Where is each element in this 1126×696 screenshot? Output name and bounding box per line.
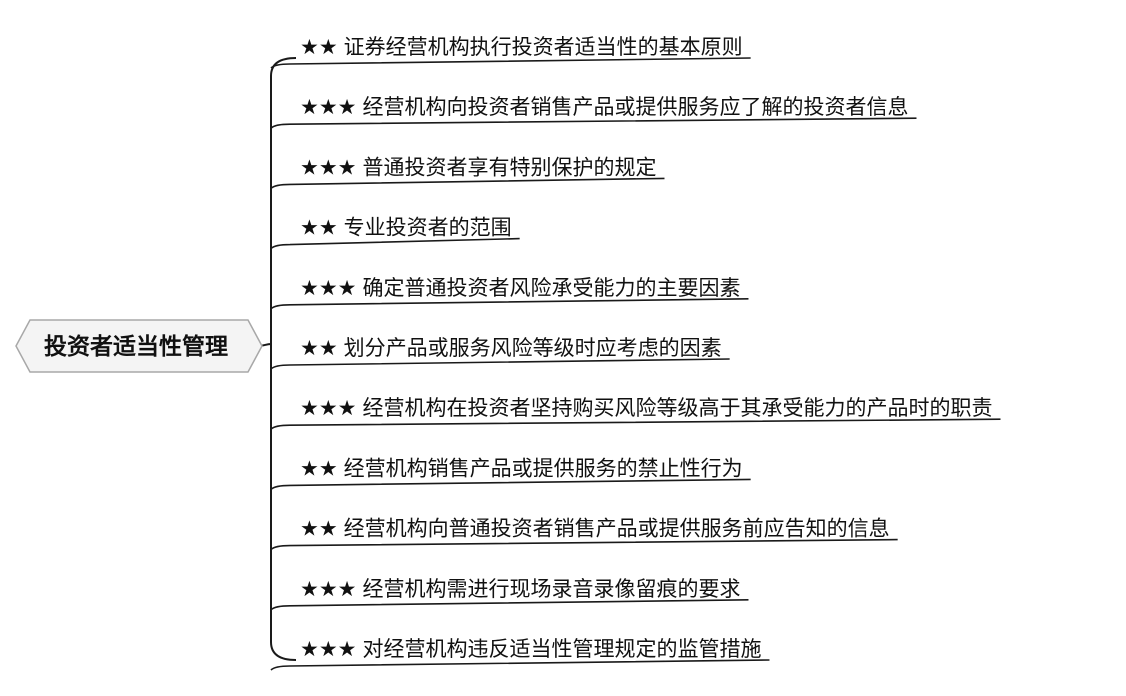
branch-topic-text: 对经营机构违反适当性管理规定的监管措施 bbox=[362, 637, 761, 661]
branch-topic[interactable]: ★★★经营机构在投资者坚持购买风险等级高于其承受能力的产品时的职责 bbox=[270, 396, 1001, 430]
branch-underline bbox=[270, 117, 917, 129]
branch-topic-text: 专业投资者的范围 bbox=[344, 216, 512, 240]
branch-underline bbox=[270, 538, 898, 551]
branch-topic-label: ★★★经营机构在投资者坚持购买风险等级高于其承受能力的产品时的职责 bbox=[300, 396, 992, 420]
branch-topic-text: 经营机构向普通投资者销售产品或提供服务前应告知的信息 bbox=[344, 517, 890, 541]
branch-underline bbox=[270, 599, 749, 611]
branch-topic[interactable]: ★★经营机构向普通投资者销售产品或提供服务前应告知的信息 bbox=[270, 517, 898, 551]
branch-topic-label: ★★★普通投资者享有特别保护的规定 bbox=[300, 155, 656, 179]
priority-stars: ★★ bbox=[300, 35, 338, 59]
branch-topic[interactable]: ★★★经营机构向投资者销售产品或提供服务应了解的投资者信息 bbox=[270, 95, 917, 129]
branch-topics: ★★证券经营机构执行投资者适当性的基本原则★★★经营机构向投资者销售产品或提供服… bbox=[270, 35, 1001, 671]
priority-stars: ★★★ bbox=[300, 396, 356, 420]
branch-topic-label: ★★★确定普通投资者风险承受能力的主要因素 bbox=[300, 276, 740, 300]
branch-underline bbox=[270, 237, 520, 250]
branch-topic-text: 证券经营机构执行投资者适当性的基本原则 bbox=[344, 35, 743, 59]
branch-topic[interactable]: ★★★经营机构需进行现场录音录像留痕的要求 bbox=[270, 577, 749, 611]
branch-underline bbox=[270, 298, 749, 310]
branch-underline bbox=[270, 57, 751, 69]
branch-topic[interactable]: ★★★确定普通投资者风险承受能力的主要因素 bbox=[270, 276, 749, 310]
priority-stars: ★★★ bbox=[300, 276, 356, 300]
branch-topic-label: ★★★经营机构向投资者销售产品或提供服务应了解的投资者信息 bbox=[300, 95, 908, 119]
branch-topic[interactable]: ★★划分产品或服务风险等级时应考虑的因素 bbox=[270, 336, 730, 370]
branch-topic[interactable]: ★★专业投资者的范围 bbox=[270, 216, 520, 250]
branch-topic-label: ★★专业投资者的范围 bbox=[300, 216, 512, 240]
branch-underline bbox=[270, 478, 751, 491]
branch-topic-text: 确定普通投资者风险承受能力的主要因素 bbox=[362, 276, 740, 300]
branch-topic-label: ★★★经营机构需进行现场录音录像留痕的要求 bbox=[300, 577, 740, 601]
priority-stars: ★★★ bbox=[300, 577, 356, 601]
branch-topic-text: 经营机构需进行现场录音录像留痕的要求 bbox=[362, 577, 740, 601]
branch-topic[interactable]: ★★★普通投资者享有特别保护的规定 bbox=[270, 155, 665, 190]
branch-topic[interactable]: ★★★对经营机构违反适当性管理规定的监管措施 bbox=[270, 637, 770, 671]
branch-underline bbox=[270, 418, 1001, 430]
branch-underline bbox=[270, 358, 730, 370]
priority-stars: ★★ bbox=[300, 216, 338, 240]
branch-topic-label: ★★证券经营机构执行投资者适当性的基本原则 bbox=[300, 35, 743, 59]
branch-topic-label: ★★划分产品或服务风险等级时应考虑的因素 bbox=[300, 336, 722, 360]
branch-topic-label: ★★★对经营机构违反适当性管理规定的监管措施 bbox=[300, 637, 761, 661]
branch-topic-text: 划分产品或服务风险等级时应考虑的因素 bbox=[344, 336, 722, 360]
branch-topic-text: 经营机构向投资者销售产品或提供服务应了解的投资者信息 bbox=[362, 95, 908, 119]
branch-trunk bbox=[270, 57, 297, 661]
root-node-shape bbox=[15, 319, 263, 373]
priority-stars: ★★★ bbox=[300, 95, 356, 119]
root-node-label: 投资者适当性管理 bbox=[44, 333, 228, 360]
branch-topic-text: 普通投资者享有特别保护的规定 bbox=[362, 155, 656, 179]
priority-stars: ★★ bbox=[300, 336, 338, 360]
branch-topic-label: ★★经营机构销售产品或提供服务的禁止性行为 bbox=[300, 456, 743, 480]
priority-stars: ★★ bbox=[300, 456, 338, 480]
branch-topic[interactable]: ★★经营机构销售产品或提供服务的禁止性行为 bbox=[270, 456, 751, 491]
branch-topic-text: 经营机构在投资者坚持购买风险等级高于其承受能力的产品时的职责 bbox=[362, 396, 992, 420]
branch-underline bbox=[270, 659, 770, 671]
priority-stars: ★★★ bbox=[300, 155, 356, 179]
priority-stars: ★★ bbox=[300, 517, 338, 541]
branch-topic-text: 经营机构销售产品或提供服务的禁止性行为 bbox=[344, 456, 743, 480]
priority-stars: ★★★ bbox=[300, 637, 356, 661]
branch-topic-label: ★★经营机构向普通投资者销售产品或提供服务前应告知的信息 bbox=[300, 517, 890, 541]
root-node[interactable]: 投资者适当性管理 bbox=[15, 319, 263, 373]
branch-topic[interactable]: ★★证券经营机构执行投资者适当性的基本原则 bbox=[270, 35, 751, 69]
branch-underline bbox=[270, 177, 665, 190]
